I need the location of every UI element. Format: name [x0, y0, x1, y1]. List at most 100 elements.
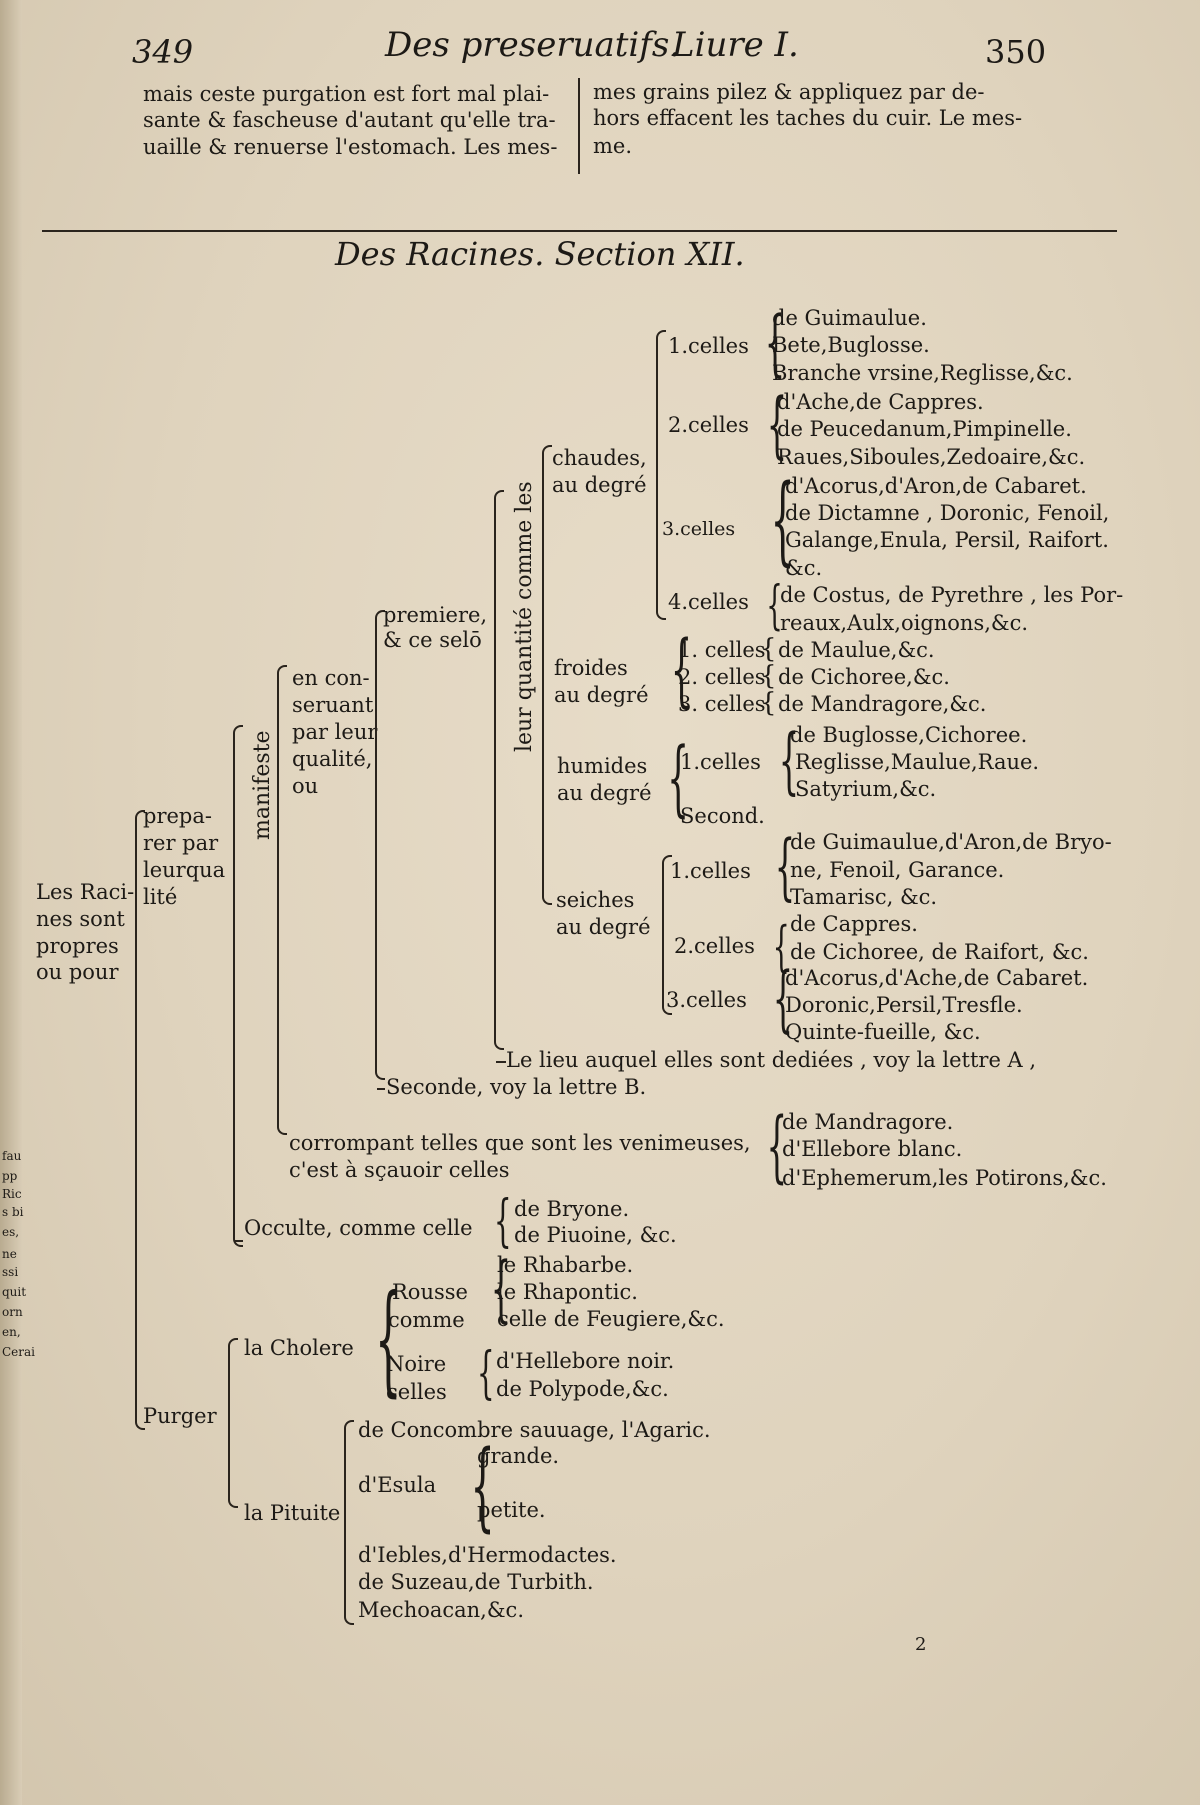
brace-root [135, 810, 145, 1430]
tree-root: propres [36, 934, 119, 958]
node-humides: au degré [557, 781, 652, 805]
item-s3: d'Acorus,d'Ache,de Cabaret. [785, 966, 1089, 990]
brace-s3: { [772, 956, 794, 1040]
brace-preparer [233, 725, 243, 1247]
margin-fragment: s bi [2, 1205, 24, 1219]
node-chaudes: chaudes, [552, 446, 647, 470]
brace-seiches [662, 855, 672, 1015]
brace-f3: { [760, 688, 777, 718]
item-c2: Raues,Siboules,Zedoaire,&c. [777, 445, 1086, 469]
node-rousse: comme [388, 1308, 465, 1332]
node-preparer: leurqua [143, 858, 226, 882]
margin-fragment: es, [2, 1225, 20, 1239]
tree-root: Les Raci- [36, 880, 135, 904]
brace-manifeste [277, 665, 287, 1135]
item-c1: Branche vrsine,Reglisse,&c. [772, 361, 1073, 385]
margin-fragment: en, [2, 1325, 21, 1339]
item-s1: de Guimaulue,d'Aron,de Bryo- [790, 830, 1112, 854]
label-f1: 1. celles [678, 638, 766, 662]
brace-conseruant [375, 610, 385, 1080]
item-c3: Galange,Enula, Persil, Raifort. [785, 528, 1109, 552]
page-number-right: 350 [985, 33, 1047, 71]
item-c3: de Dictamne , Doronic, Fenoil, [785, 501, 1110, 525]
brace-rousse: { [490, 1246, 512, 1330]
margin-fragment: ssi [2, 1265, 19, 1279]
node-cholere: la Cholere [244, 1336, 354, 1360]
brace-f1: { [760, 634, 777, 664]
brace-c2: { [766, 382, 788, 466]
label-c2: 2.celles [668, 413, 749, 437]
node-en-conseruant: par leur [292, 720, 378, 744]
prev-text-line: mais ceste purgation est fort mal plai- [143, 82, 550, 106]
margin-fragment: Ric [2, 1187, 22, 1201]
item-corrompant: d'Ephemerum,les Potirons,&c. [782, 1166, 1107, 1190]
label-c1: 1.celles [668, 334, 749, 358]
label-s1: 1.celles [670, 859, 751, 883]
brace-pituite [344, 1420, 354, 1625]
margin-fragment: ne [2, 1247, 17, 1261]
node-corrompant: c'est à sçauoir celles [289, 1158, 510, 1182]
label-h1: 1.celles [680, 750, 761, 774]
node-esula: d'Esula [358, 1473, 437, 1497]
branch-lieu [496, 1061, 506, 1063]
brace-noire: { [476, 1341, 495, 1406]
brace-h1: { [778, 718, 800, 802]
item-noire: d'Hellebore noir. [496, 1349, 675, 1373]
item-s1: ne, Fenoil, Garance. [790, 858, 1005, 882]
brace-s1: { [774, 824, 796, 908]
brace-purger [228, 1338, 238, 1508]
item-s3: Doronic,Persil,Tresfle. [785, 993, 1023, 1017]
page-number-left: 349 [132, 33, 194, 71]
item-pituite: d'Iebles,d'Hermodactes. [358, 1543, 617, 1567]
label-c3: 3.celles [662, 518, 736, 540]
item-h1: de Buglosse,Cichoree. [790, 723, 1028, 747]
node-seconde: Seconde, voy la lettre B. [386, 1075, 647, 1099]
signature-mark: 2 [915, 1634, 927, 1655]
brace-occulte: { [493, 1189, 512, 1254]
branch-occulte [235, 1240, 243, 1242]
brace-f2: { [760, 661, 777, 691]
tree-root: ou pour [36, 960, 119, 984]
brace-chaudes [656, 330, 666, 620]
node-preparer: prepa- [143, 804, 212, 828]
node-lieu: Le lieu auquel elles sont dediées , voy … [506, 1048, 1037, 1072]
item-c3: d'Acorus,d'Aron,de Cabaret. [785, 474, 1087, 498]
column-rule [578, 78, 580, 174]
item-f3: de Mandragore,&c. [778, 692, 987, 716]
label-h2: Second. [680, 804, 765, 828]
label-f3: 3. celles [678, 692, 766, 716]
item-rousse: celle de Feugiere,&c. [497, 1307, 725, 1331]
item-occulte: de Piuoine, &c. [514, 1223, 677, 1247]
node-froides: froides [554, 656, 628, 680]
prev-text-line: mes grains pilez & appliquez par de- [593, 80, 985, 104]
item-h1: Reglisse,Maulue,Raue. [795, 750, 1040, 774]
node-en-conseruant: seruant [292, 693, 374, 717]
item-c1: Bete,Buglosse. [772, 333, 930, 357]
item-pituite: Mechoacan,&c. [358, 1598, 524, 1622]
node-chaudes: au degré [552, 473, 647, 497]
section-rule [42, 230, 1117, 232]
label-s3: 3.celles [666, 988, 747, 1012]
brace-c1: { [764, 300, 786, 384]
node-en-conseruant: qualité, [292, 747, 373, 771]
prev-text-line: uaille & renuerse l'estomach. Les mes- [143, 135, 558, 159]
node-premiere: & ce selō [383, 628, 482, 652]
item-pituite: de Concombre sauuage, l'Agaric. [358, 1418, 711, 1442]
item-f1: de Maulue,&c. [778, 638, 935, 662]
node-purger: Purger [143, 1404, 217, 1428]
label-s2: 2.celles [674, 934, 755, 958]
node-humides: humides [557, 754, 648, 778]
item-h1: Satyrium,&c. [795, 777, 937, 801]
margin-fragment: Cerai [2, 1345, 36, 1359]
item-noire: de Polypode,&c. [496, 1377, 669, 1401]
prev-text-line: hors effacent les taches du cuir. Le mes… [593, 106, 1023, 130]
item-f2: de Cichoree,&c. [778, 665, 950, 689]
item-corrompant: d'Ellebore blanc. [782, 1137, 963, 1161]
branch-seconde [377, 1088, 385, 1090]
node-en-conseruant: ou [292, 774, 319, 798]
brace-c4: { [766, 576, 783, 636]
node-corrompant: corrompant telles que sont les venimeuse… [289, 1131, 751, 1155]
item-s1: Tamarisc, &c. [790, 885, 938, 909]
item-s3: Quinte-fueille, &c. [785, 1020, 981, 1044]
section-title: Des Racines. Section XII. [335, 235, 745, 273]
